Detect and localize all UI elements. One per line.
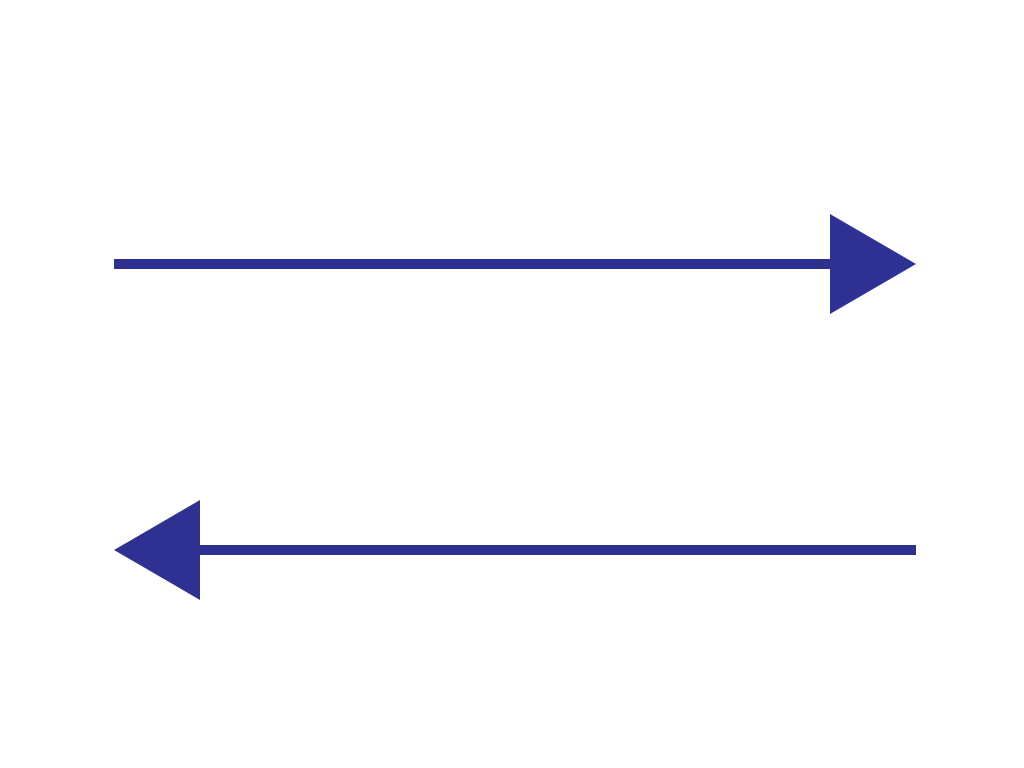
- right-arrowhead: [830, 214, 916, 314]
- arrow-left-icon: [114, 500, 916, 600]
- arrow-right-icon: [114, 214, 916, 314]
- left-arrowhead: [114, 500, 200, 600]
